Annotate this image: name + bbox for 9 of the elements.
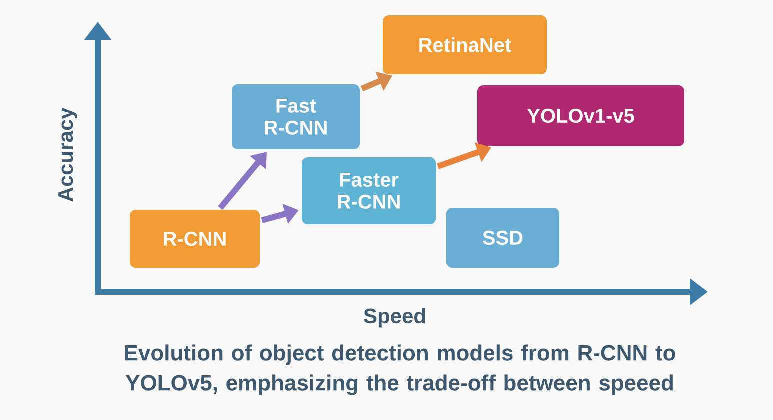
model-box: SSD bbox=[446, 208, 560, 268]
model-box: Faster R-CNN bbox=[302, 158, 436, 224]
model-box: R-CNN bbox=[130, 210, 260, 268]
model-box: Fast R-CNN bbox=[232, 84, 360, 150]
model-box: RetinaNet bbox=[383, 16, 547, 74]
axis-label: Speed bbox=[364, 308, 426, 328]
axis-label: Accuracy bbox=[58, 108, 78, 202]
caption: Evolution of object detection models from R-CNN to YOLOv5, emphasizing the trade-off between speeed bbox=[125, 344, 676, 396]
model-box: YOLOv1-v5 bbox=[478, 86, 684, 146]
